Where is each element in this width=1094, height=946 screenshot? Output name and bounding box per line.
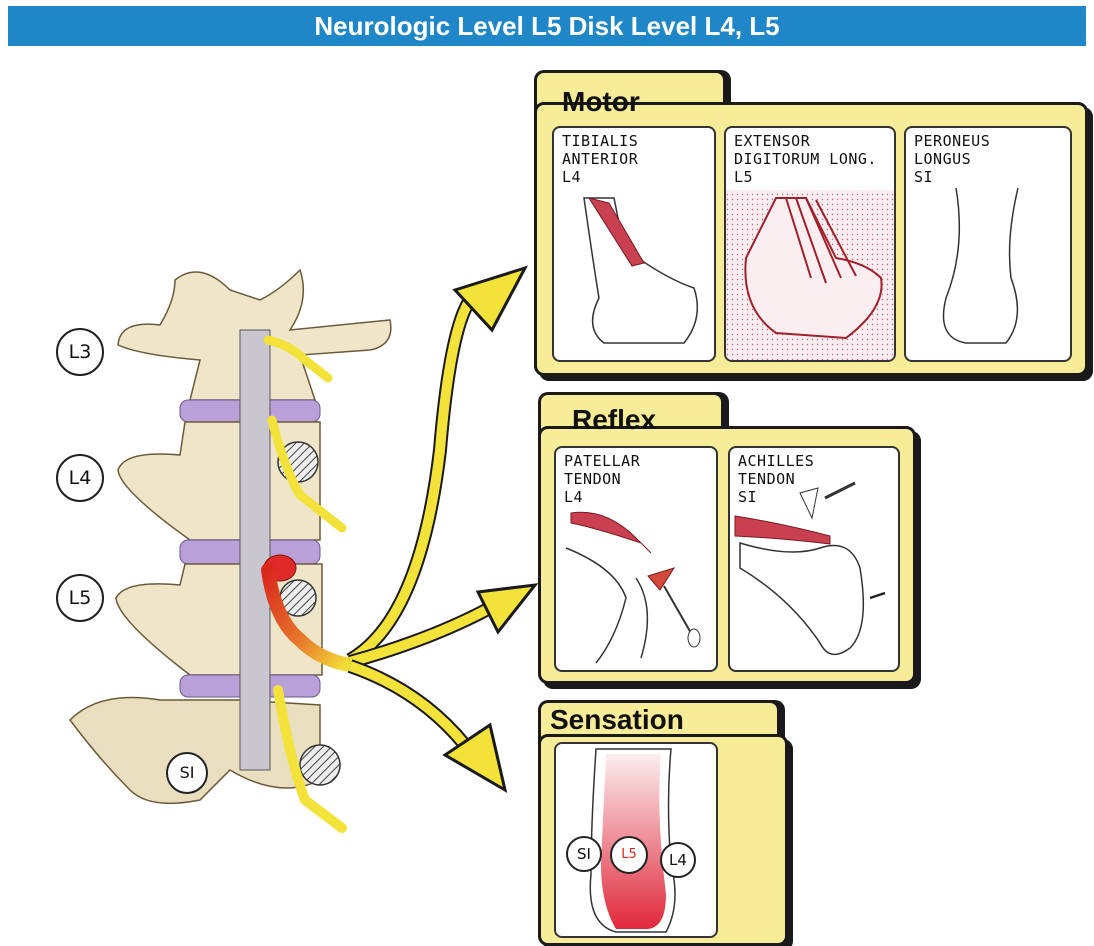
level-label-l5: L5 (56, 574, 104, 622)
reflex-card-achilles: ACHILLES TENDON SI (728, 446, 900, 672)
sensation-label-s1: SI (566, 836, 602, 872)
knee-patellar-icon (556, 448, 716, 670)
sensation-label-l5: L5 (610, 836, 648, 874)
reflex-title: Reflex (572, 404, 656, 436)
level-label-s1: SI (166, 752, 208, 794)
motor-card-label: EXTENSOR DIGITORUM LONG. L5 (734, 132, 877, 186)
sensation-label-l4: L4 (660, 842, 696, 878)
sensation-title: Sensation (550, 704, 684, 736)
motor-card-extensor: EXTENSOR DIGITORUM LONG. L5 (724, 126, 896, 362)
motor-card-peroneus: PERONEUS LONGUS SI (904, 126, 1072, 362)
spinal-canal (240, 330, 270, 770)
level-label-l4: L4 (56, 454, 104, 502)
ankle-achilles-icon (730, 448, 898, 670)
motor-card-tibialis: TIBIALIS ANTERIOR L4 (552, 126, 716, 362)
level-label-l3: L3 (56, 328, 104, 376)
arrow-to-reflex (350, 585, 535, 662)
reflex-card-patellar: PATELLAR TENDON L4 (554, 446, 718, 672)
motor-title: Motor (562, 86, 640, 118)
arrow-to-sensation (350, 666, 505, 790)
foot-peroneus-icon (906, 128, 1070, 360)
foot-tibialis-icon (554, 128, 714, 360)
disk-section-s1 (300, 745, 340, 785)
